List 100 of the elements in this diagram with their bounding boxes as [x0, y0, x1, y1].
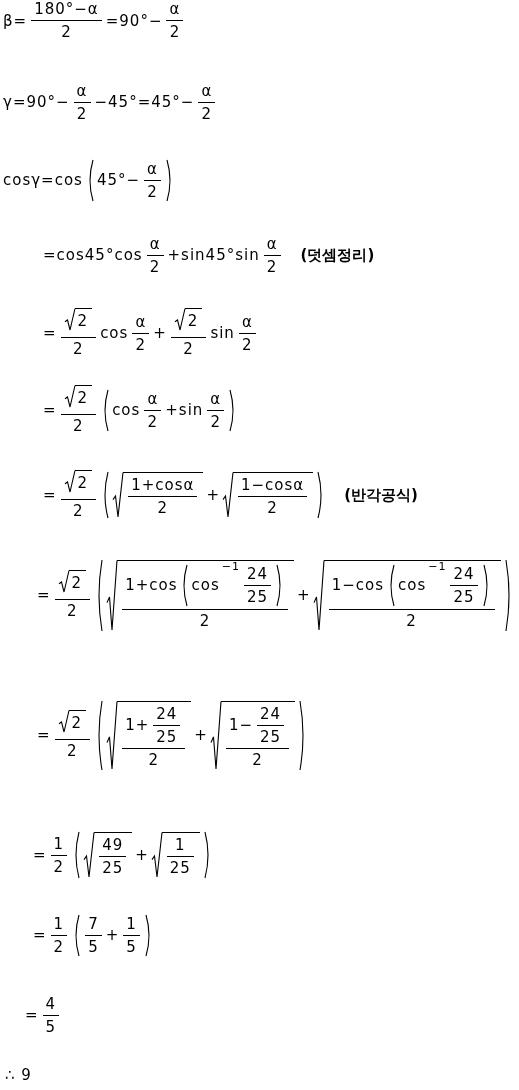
math-text: −45°=45°−: [93, 93, 196, 111]
math-text: 2: [405, 611, 418, 630]
math-text: 1+cos: [124, 576, 179, 594]
math-text: cosγ=cos: [2, 171, 84, 189]
math-text: 2: [146, 412, 160, 431]
math-text: 25: [259, 727, 283, 746]
math-text: 2: [72, 340, 85, 358]
math-text: cos: [99, 324, 130, 342]
math-text: 2: [186, 312, 200, 330]
math-text: 2: [66, 602, 79, 620]
math-text: 24: [245, 564, 270, 583]
math-text: α: [75, 81, 89, 100]
math-text: 180°−α: [33, 0, 100, 18]
math-text: α: [146, 159, 159, 178]
math-text: =90°−: [104, 11, 164, 30]
math-text: 2: [134, 335, 148, 354]
math-text: 5: [125, 937, 138, 956]
math-text: 1: [52, 834, 66, 853]
math-text: α: [265, 234, 279, 253]
math-text: 49: [101, 836, 125, 854]
math-text: 2: [168, 23, 182, 41]
math-text: =: [42, 486, 58, 504]
math-text: 2: [241, 335, 254, 354]
math-text: 2: [75, 104, 89, 123]
math-text: 2: [266, 499, 279, 517]
math-text: 1−cos: [330, 576, 385, 594]
math-text: 2: [198, 611, 212, 630]
math-text: =: [36, 726, 52, 744]
math-text: 2: [76, 389, 90, 407]
math-text: cos: [111, 401, 142, 419]
math-text: sin: [209, 324, 236, 342]
math-text: +sin45°sin: [166, 246, 261, 264]
math-text: 2: [76, 474, 90, 492]
math-text: +: [134, 846, 150, 864]
math-text: α: [134, 312, 148, 331]
math-text: 25: [452, 587, 476, 606]
math-text: 2: [148, 257, 162, 276]
math-text: 1: [174, 836, 187, 854]
math-text: 2: [52, 937, 66, 956]
math-text: 2: [146, 182, 159, 201]
math-text: cos: [190, 576, 221, 594]
math-text: 45°−: [95, 171, 142, 189]
math-text: +: [104, 926, 121, 944]
math-text: 1−cosα: [239, 476, 306, 494]
math-text: −1: [427, 559, 448, 573]
math-text: 25: [245, 587, 270, 606]
math-text: α: [200, 81, 214, 100]
math-text: =cos45°cos: [42, 246, 144, 264]
math-text: 24: [155, 704, 179, 723]
math-text: 25: [168, 859, 192, 877]
math-text: +: [296, 586, 312, 604]
math-text: 1+: [124, 716, 151, 734]
math-text: 1+cosα: [130, 476, 196, 494]
math-text: 24: [259, 704, 283, 723]
math-text: 25: [101, 859, 125, 877]
math-text: 2: [72, 502, 85, 520]
math-text: (반각공식): [343, 485, 419, 505]
math-text: α: [146, 389, 160, 408]
math-text: 2: [156, 499, 169, 517]
math-text: 5: [44, 1017, 58, 1036]
math-text: α: [168, 0, 182, 18]
math-text: =: [24, 1006, 40, 1024]
math-text: α: [209, 389, 223, 408]
math-text: 2: [70, 574, 84, 592]
math-text: 1: [125, 914, 138, 933]
math-text: β=: [2, 11, 29, 30]
math-text: =: [36, 586, 52, 604]
math-text: +: [205, 486, 221, 504]
math-text: 2: [70, 714, 84, 732]
math-text: 1−: [227, 716, 255, 734]
math-text: +: [152, 324, 168, 342]
math-text: 2: [52, 857, 66, 876]
math-text: 5: [87, 937, 100, 956]
math-text: 24: [452, 564, 476, 583]
math-text: 2: [66, 742, 79, 760]
math-text: 2: [76, 312, 90, 330]
math-text: 2: [265, 257, 279, 276]
math-text: α: [240, 312, 254, 331]
math-text: =: [32, 846, 48, 864]
math-text: cos: [397, 576, 428, 594]
math-text: =: [42, 401, 58, 419]
math-text: (덧셈정리): [299, 245, 376, 265]
math-text: 2: [182, 340, 195, 358]
math-text: =: [32, 926, 48, 944]
math-text: γ=90°−: [2, 93, 71, 111]
math-text: 7: [87, 914, 100, 933]
math-text: +sin: [164, 401, 205, 419]
math-text: 2: [200, 104, 214, 123]
math-text: 2: [209, 412, 223, 431]
math-text: 25: [155, 727, 179, 746]
math-text: 1: [52, 914, 66, 933]
math-text: ∴ 9: [4, 1066, 33, 1084]
math-text: 4: [44, 994, 58, 1013]
math-text: −1: [220, 559, 241, 573]
math-text: +: [193, 726, 209, 744]
math-text: =: [42, 324, 58, 342]
math-text: 2: [60, 23, 73, 41]
math-text: 2: [72, 417, 85, 435]
math-text: α: [148, 234, 162, 253]
math-text: 2: [147, 750, 160, 769]
